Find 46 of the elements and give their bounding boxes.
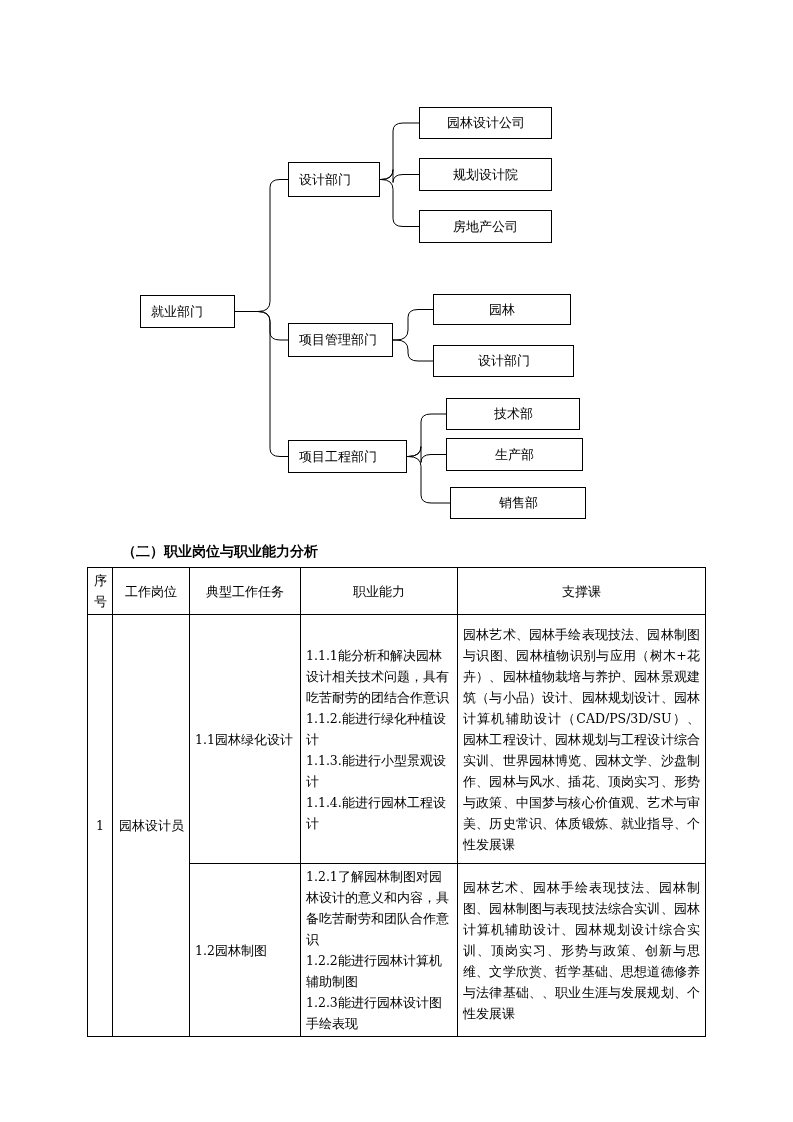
- cell-text: 1.2.1了解园林制图对园林设计的意义和内容，具备吃苦耐劳和团队合作意识: [306, 868, 450, 949]
- department-box: [140, 295, 235, 328]
- table-cell: 1.1园林绿化设计: [189, 614, 301, 864]
- table-cell: 园林艺术、园林手绘表现技法、园林制图与识图、园林植物识别与应用（树木+花卉）、园林植物栽培与养护、园林景观建筑（与小品）设计、园林规划设计、园林计算机辅助设计（CAD/PS/3D/SU）、园林工程设计、园林规划与工程设计综合实训、世界园林博览、园林文学、沙盘制作、园林与风水、插花、顶岗实习、形势与政策、中国梦与核心价值观、艺术与审美、历史常识、体质锻炼、就业指导、个性发展课: [457, 614, 706, 864]
- box-label: 项目工程部门: [299, 447, 377, 466]
- box-label: 规划设计院: [453, 165, 518, 184]
- department-box: [288, 323, 393, 357]
- cell-text: 1.1.2.能进行绿化种植设计: [306, 709, 447, 749]
- table-cell: 职业能力: [300, 567, 458, 615]
- department-box: [288, 440, 407, 473]
- bracket-connector: [406, 456, 451, 504]
- table-cell: 园林设计员: [112, 614, 190, 1037]
- department-box: [419, 210, 552, 243]
- cell-text: 1.1.3.能进行小型景观设计: [306, 751, 447, 791]
- table-cell: 工作岗位: [112, 567, 190, 615]
- box-label: 销售部: [498, 494, 538, 512]
- box-label: 设计部门: [477, 352, 530, 370]
- cell-text: 1.1.1能分析和解决园林设计相关技术问题，具有吃苦耐劳的团结合作意识: [306, 646, 450, 707]
- cell-text: 1.2.2能进行园林计算机辅助制图: [306, 952, 443, 991]
- department-box: [446, 398, 580, 430]
- table-cell: 园林艺术、园林手绘表现技法、园林制图、园林制图与表现技法综合实训、园林计算机辅助设计、园林规划设计综合实训、顶岗实习、形势与政策、创新与思维、文学欣赏、哲学基础、思想道德修养与法律基础、、职业生涯与发展规划、个性发展课: [457, 863, 706, 1037]
- department-box: [446, 438, 583, 471]
- box-label: 园林: [489, 300, 515, 319]
- box-label: 就业部门: [151, 302, 203, 321]
- box-label: 生产部: [495, 445, 534, 464]
- table-cell: 1: [87, 614, 113, 1037]
- box-label: 技术部: [493, 405, 533, 423]
- box-label: 园林设计公司: [446, 114, 525, 132]
- table-cell: 序号: [87, 567, 113, 615]
- department-box: [419, 107, 552, 139]
- department-box: [433, 345, 574, 377]
- bracket-connector: [392, 339, 434, 362]
- box-label: 房地产公司: [453, 217, 518, 236]
- bracket-connector: [379, 179, 420, 227]
- department-box: [450, 487, 586, 519]
- department-box: [433, 294, 571, 325]
- box-label: 项目管理部门: [299, 331, 377, 349]
- section-heading: （二）职业岗位与职业能力分析: [122, 543, 318, 561]
- table-cell: 典型工作任务: [189, 567, 301, 615]
- box-label: 设计部门: [299, 170, 351, 189]
- table-cell: 1.2园林制图: [189, 863, 301, 1037]
- cell-text: 1.1.4.能进行园林工程设计: [306, 793, 447, 833]
- department-box: [419, 158, 552, 191]
- department-box: [288, 162, 380, 197]
- cell-text: 1.2.3能进行园林设计图手绘表现: [306, 994, 443, 1033]
- table-cell: 支撑课: [457, 567, 706, 615]
